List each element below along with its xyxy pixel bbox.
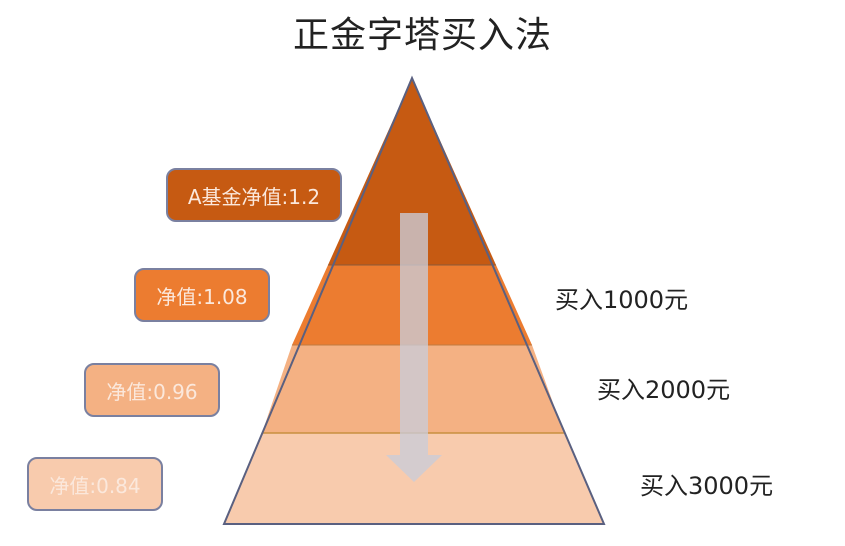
nav-label-2: 净值:1.08: [134, 268, 270, 322]
down-arrow-icon: [386, 213, 442, 482]
page-title: 正金字塔买入法: [292, 15, 552, 56]
nav-label-1: A基金净值:1.2: [166, 168, 342, 222]
nav-label-2-text: 净值:1.08: [156, 284, 248, 309]
buy-label-2: 买入2000元: [597, 376, 731, 404]
nav-label-3: 净值:0.96: [84, 363, 220, 417]
nav-label-1-text: A基金净值:1.2: [187, 184, 321, 209]
nav-label-4: 净值:0.84: [27, 457, 163, 511]
buy-label-3: 买入3000元: [640, 472, 774, 500]
nav-label-4-text: 净值:0.84: [49, 473, 141, 498]
nav-label-3-text: 净值:0.96: [106, 379, 198, 404]
buy-label-1: 买入1000元: [555, 286, 689, 314]
pyramid-layer-1: [328, 78, 496, 265]
